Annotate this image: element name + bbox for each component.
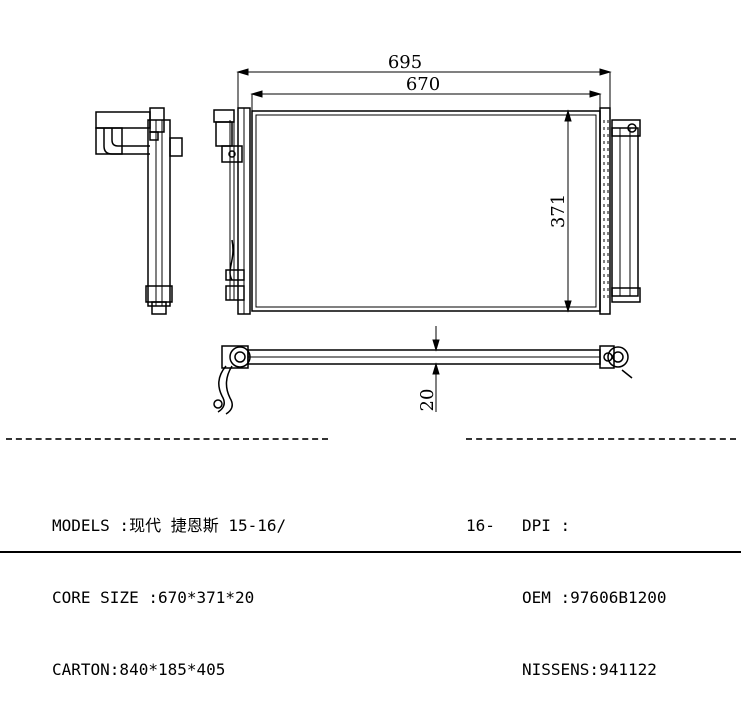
bottom-rule <box>0 551 741 553</box>
right-header-tank <box>599 107 611 315</box>
front-view <box>213 107 641 315</box>
dpi-line: DPI : <box>522 516 571 535</box>
divider-right <box>466 438 736 440</box>
spec-block-left: MODELS :现代 捷恩斯 15-16/ CORE SIZE :670*371… <box>52 466 286 706</box>
top-view <box>213 345 633 415</box>
nissens-line: NISSENS:941122 <box>522 660 657 679</box>
models-continuation: 16- <box>466 516 495 535</box>
dim-thickness: 20 <box>417 389 438 412</box>
divider-left <box>6 438 328 440</box>
core-size-line: CORE SIZE :670*371*20 <box>52 588 255 607</box>
spec-block-right: DPI : OEM :97606B1200 NISSENS:941122 <box>522 466 667 706</box>
dim-overall-width: 695 <box>388 52 422 73</box>
side-view <box>95 107 183 315</box>
dimension-lines <box>236 68 612 412</box>
condenser-technical-drawing: 695 670 371 20 <box>95 52 641 415</box>
dim-core-width: 670 <box>406 74 440 95</box>
spec-block-mid: 16- <box>466 466 495 562</box>
models-line: MODELS :现代 捷恩斯 15-16/ <box>52 516 287 535</box>
dim-core-height: 371 <box>548 194 569 228</box>
carton-line: CARTON:840*185*405 <box>52 660 226 679</box>
oem-line: OEM :97606B1200 <box>522 588 667 607</box>
